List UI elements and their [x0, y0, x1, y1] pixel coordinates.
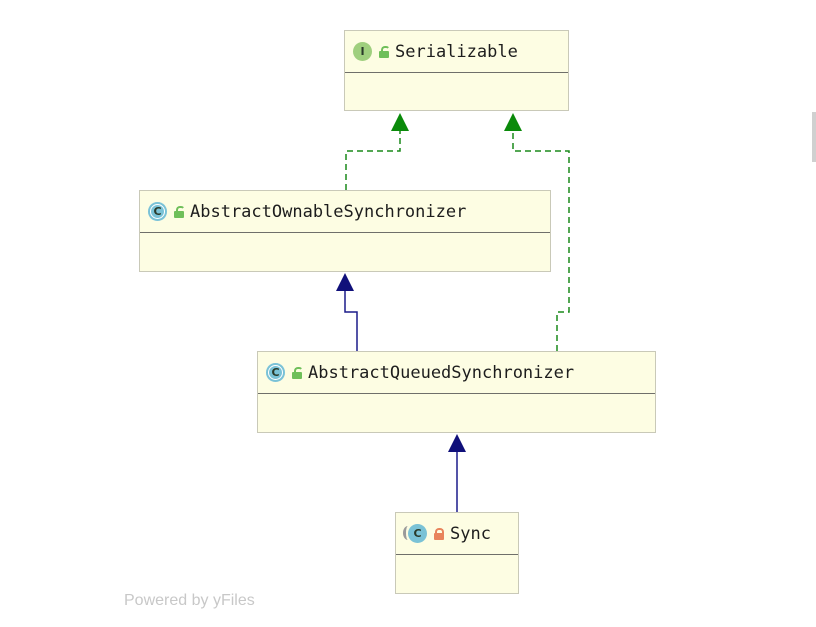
extends-arrowhead-sync: [448, 434, 466, 452]
node-header: C AbstractOwnableSynchronizer: [140, 191, 550, 233]
abstract-class-icon: C: [266, 363, 285, 382]
private-lock-icon: [433, 527, 444, 540]
node-sync[interactable]: C Sync: [395, 512, 519, 594]
implements-arrowhead-aos: [391, 113, 409, 131]
node-header: C AbstractQueuedSynchronizer: [258, 352, 655, 394]
node-serializable[interactable]: I Serializable: [344, 30, 569, 111]
node-abstract-ownable-synchronizer[interactable]: C AbstractOwnableSynchronizer: [139, 190, 551, 272]
public-lock-icon: [291, 366, 303, 379]
class-name: Serializable: [395, 41, 518, 62]
implements-arrowhead-aqs: [504, 113, 522, 131]
implements-edge-aos: [345, 131, 401, 190]
class-name: AbstractQueuedSynchronizer: [308, 362, 575, 383]
class-name: Sync: [450, 523, 491, 544]
scroll-edge-indicator: [812, 112, 816, 162]
node-header: C Sync: [396, 513, 518, 555]
extends-edge-aqs: [344, 291, 358, 351]
implements-edge-aqs: [512, 131, 570, 351]
class-name: AbstractOwnableSynchronizer: [190, 201, 467, 222]
node-header: I Serializable: [345, 31, 568, 73]
powered-by-label: Powered by yFiles: [124, 592, 255, 609]
public-lock-icon: [173, 205, 185, 218]
interface-icon: I: [353, 42, 372, 61]
inner-class-icon: C: [403, 524, 427, 543]
public-lock-icon: [378, 45, 390, 58]
node-abstract-queued-synchronizer[interactable]: C AbstractQueuedSynchronizer: [257, 351, 656, 433]
extends-arrowhead-aqs: [336, 273, 354, 291]
abstract-class-icon: C: [148, 202, 167, 221]
